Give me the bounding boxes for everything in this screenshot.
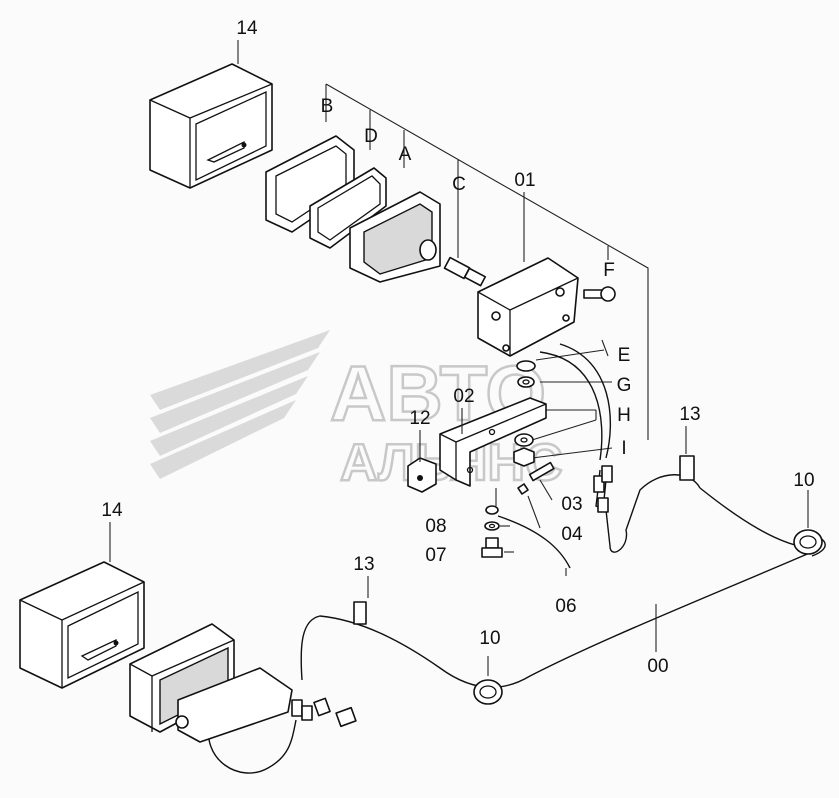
clip-13-right bbox=[679, 455, 695, 481]
bolt-03 bbox=[517, 461, 555, 495]
guard-cover-top bbox=[149, 63, 273, 189]
connectors bbox=[291, 465, 613, 728]
callout-10-mid: 10 bbox=[479, 628, 500, 649]
screw-07-washer-08 bbox=[481, 505, 503, 558]
callout-10-right: 10 bbox=[793, 470, 814, 491]
callout-b: B bbox=[321, 96, 334, 117]
screw-f bbox=[583, 286, 616, 302]
misc-leaders bbox=[109, 40, 809, 676]
callout-13-right: 13 bbox=[679, 404, 700, 425]
callout-c: C bbox=[452, 174, 466, 195]
lamp-body-01 bbox=[477, 257, 579, 357]
callout-00: 00 bbox=[647, 656, 668, 677]
lamp-assembly-bottom bbox=[129, 623, 293, 743]
callout-08: 08 bbox=[425, 516, 446, 537]
callout-02: 02 bbox=[453, 386, 474, 407]
callout-13-mid: 13 bbox=[353, 554, 374, 575]
leader-frame bbox=[325, 83, 649, 459]
callout-01: 01 bbox=[514, 170, 535, 191]
callouts: 14 B D A C 01 F E G H I 13 10 12 02 03 0… bbox=[101, 18, 814, 677]
callout-h: H bbox=[617, 405, 631, 426]
callout-12: 12 bbox=[409, 408, 430, 429]
callout-14-bottom: 14 bbox=[101, 500, 123, 521]
callout-04: 04 bbox=[561, 524, 583, 545]
callout-f: F bbox=[603, 260, 615, 281]
clamp-10-right bbox=[793, 529, 823, 555]
callout-03: 03 bbox=[561, 494, 582, 515]
rubber-block-12 bbox=[407, 457, 437, 493]
callout-d: D bbox=[364, 126, 378, 147]
guard-cover-bottom bbox=[19, 561, 145, 689]
watermark-logo-icon bbox=[150, 330, 330, 479]
callout-i: I bbox=[621, 438, 626, 459]
lens-a bbox=[349, 191, 441, 283]
clamp-10-mid bbox=[473, 679, 503, 705]
callout-e: E bbox=[618, 345, 631, 366]
callout-07: 07 bbox=[425, 545, 446, 566]
clip-13-mid bbox=[353, 601, 367, 625]
gasket-d bbox=[309, 167, 387, 249]
bracket-02 bbox=[439, 397, 547, 487]
callout-06: 06 bbox=[555, 596, 576, 617]
callout-a: A bbox=[399, 144, 412, 165]
callout-14-top: 14 bbox=[236, 18, 258, 39]
washers bbox=[513, 360, 536, 467]
callout-g: G bbox=[617, 375, 632, 396]
bulb-c bbox=[443, 256, 487, 287]
